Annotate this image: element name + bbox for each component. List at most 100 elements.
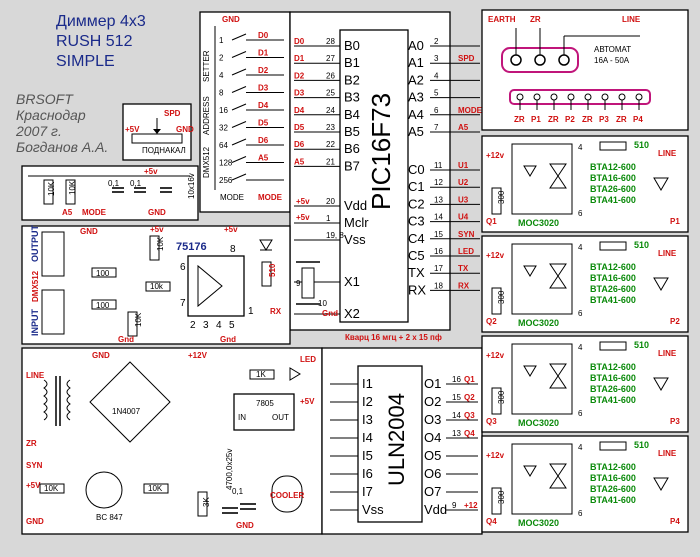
power-led: LED — [300, 355, 316, 364]
switch-contact — [231, 138, 247, 146]
power-reg: 7805 — [256, 399, 274, 408]
mains-pin-label: ZR — [514, 115, 525, 124]
dmx-pin8: 8 — [230, 244, 236, 255]
uln-output-signal: Q4 — [464, 429, 475, 438]
uln-output-pin: O4 — [424, 430, 441, 445]
mcu-right-signal: SYN — [458, 230, 475, 239]
dmx-label: DMX512 — [31, 270, 40, 302]
mcu-right-signal: U3 — [458, 195, 469, 204]
mode-r2: 10K — [68, 180, 77, 195]
mcu-right-pin: TX — [408, 265, 425, 280]
switch-number: 32 — [219, 124, 228, 133]
channel-pin6: 6 — [578, 409, 583, 418]
channel-triac: BTA41-600 — [590, 395, 636, 405]
channel-pin6: 6 — [578, 509, 583, 518]
mcu-left-number: 1 — [326, 214, 331, 223]
channel-pin4: 4 — [578, 443, 583, 452]
mode-c1: 0,1 — [108, 179, 120, 188]
dmx-gnd: GND — [80, 227, 98, 236]
uln-input-pin: I3 — [362, 412, 373, 427]
channel-diac-top — [549, 163, 567, 177]
channel-triac: BTA26-600 — [590, 384, 636, 394]
uln-input-pin: Vss — [362, 502, 384, 517]
mcu-left-number: 20 — [326, 197, 335, 206]
addr-mode-out: MODE — [258, 193, 283, 202]
channel-p: P4 — [670, 517, 680, 526]
channel-line: LINE — [658, 349, 677, 358]
uln-output-pin: O1 — [424, 376, 441, 391]
mcu-right-pin: C0 — [408, 162, 425, 177]
mcu-left-signal: D4 — [294, 106, 305, 115]
mcu-left-signal: D2 — [294, 71, 305, 80]
dmx-gnd3: Gnd — [220, 335, 236, 344]
switch-contact — [231, 33, 247, 41]
channel-p: P1 — [670, 217, 680, 226]
mcu-right-pin: A2 — [408, 72, 424, 87]
addr-mode-label: MODE — [220, 193, 244, 202]
power-r1k: 1K — [256, 370, 266, 379]
power-cap-small: 0,1 — [232, 487, 244, 496]
channel-diac-bottom — [549, 375, 567, 389]
channel-r510-label: 510 — [634, 140, 649, 150]
mcu-right-signal: SPD — [458, 54, 475, 63]
mcu-right-number: 17 — [434, 264, 443, 273]
mcu-right-signal: MODE — [458, 106, 483, 115]
power-plus5v: +5V — [300, 397, 315, 406]
power-block: LINE ZR SYN +5V GND GND +12V 1N4007 BC 8… — [21, 347, 340, 535]
mcu-left-signal: D6 — [294, 140, 305, 149]
mains-pin-label: ZR — [616, 115, 627, 124]
mcu-right-signal: U2 — [458, 178, 469, 187]
dmx-r1: 100 — [96, 269, 110, 278]
power-plus12: +12V — [188, 351, 208, 360]
mcu-right-number: 12 — [434, 178, 443, 187]
mains-pin — [601, 93, 609, 101]
channel-r510 — [599, 441, 627, 451]
mcu-right-pin: C2 — [408, 196, 425, 211]
channel-pin4: 4 — [578, 143, 583, 152]
dmx-pin4: 4 — [216, 320, 222, 331]
mcu-left-number: 19, 8 — [326, 231, 344, 240]
mcu-right-number: 18 — [434, 281, 443, 290]
channel-led — [523, 365, 537, 377]
uln-input-pin: I2 — [362, 394, 373, 409]
switch-contact — [231, 156, 247, 163]
mcu-right-pin: C3 — [408, 214, 425, 229]
mains-pin-label: P2 — [565, 115, 575, 124]
switch-output: D3 — [258, 84, 269, 93]
uln-output-signal: Q3 — [464, 411, 475, 420]
channel-r510-label: 510 — [634, 240, 649, 250]
uln-output-pin: O3 — [424, 412, 441, 427]
channel-diac-top — [549, 363, 567, 377]
switch-output: D6 — [258, 136, 269, 145]
switch-contact — [231, 121, 247, 128]
uln-input-pin: I1 — [362, 376, 373, 391]
mode-block: +5v 10K 10K 0,1 0,1 10x16v A5 MODE GND — [21, 165, 199, 221]
uln-plus12: +12 — [464, 501, 478, 510]
mcu-right-number: 11 — [434, 161, 443, 170]
mcu-left-pin: X2 — [344, 306, 360, 321]
dmx-rx: RX — [270, 307, 282, 316]
channel-triac: BTA16-600 — [590, 173, 636, 183]
uln-name: ULN2004 — [384, 393, 409, 486]
channel-pin6: 6 — [578, 309, 583, 318]
uln-output-pin: Vdd — [424, 502, 447, 517]
mcu-name: PIC16F73 — [366, 93, 396, 210]
switch-output: D2 — [258, 66, 269, 75]
switch-output: D1 — [258, 49, 269, 58]
mcu-left-pin: B0 — [344, 38, 360, 53]
switch-contact — [231, 86, 247, 93]
power-gnd: GND — [26, 517, 44, 526]
dmx-plus1: +5v — [150, 225, 164, 234]
mains-pin-label: P3 — [599, 115, 609, 124]
switch-contact — [231, 173, 247, 181]
channel-triac: BTA41-600 — [590, 295, 636, 305]
mode-plus: +5v — [144, 167, 158, 176]
dmx-plus2: +5v — [224, 225, 238, 234]
channel-triac-symbol — [653, 477, 669, 491]
power-cap-big: 4700,0x25v — [225, 449, 234, 490]
mcu-left-number: 21 — [326, 157, 335, 166]
uln-output-number: 16 — [452, 375, 461, 384]
